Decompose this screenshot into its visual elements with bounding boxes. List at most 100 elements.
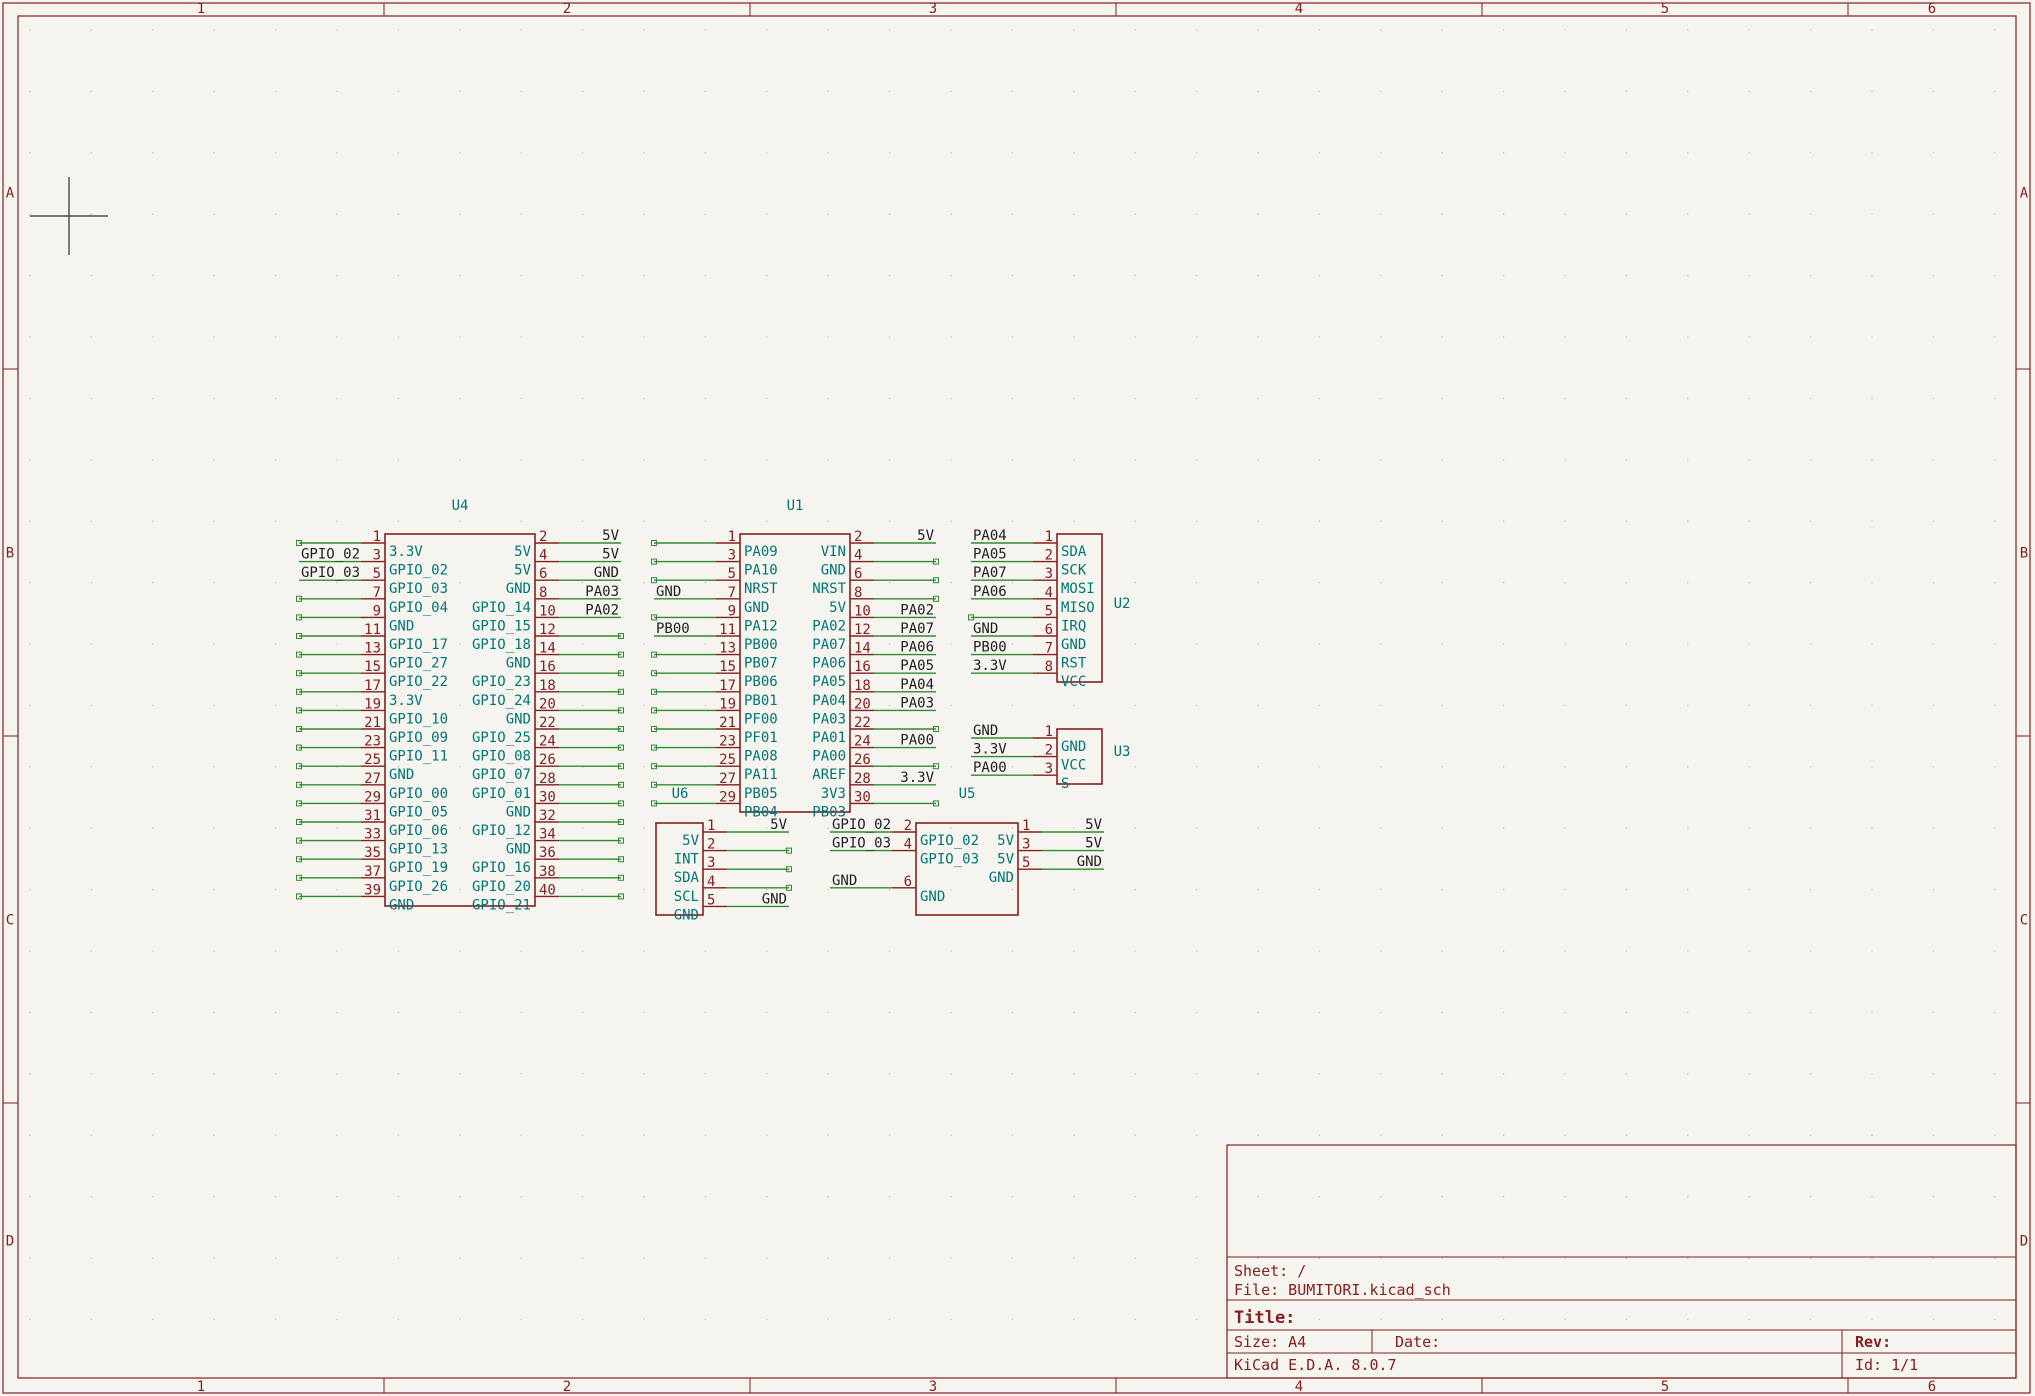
net-label[interactable]: PA05 — [973, 547, 1007, 563]
net-label[interactable]: GPIO_02 — [301, 547, 360, 563]
net-label[interactable]: 5V — [1085, 817, 1102, 833]
component-u2[interactable]: U21SDAPA042SCKPA053MOSIPA074MISOPA065IRQ… — [968, 528, 1131, 690]
net-label[interactable]: PA05 — [900, 658, 934, 674]
net-label[interactable]: PA02 — [900, 602, 934, 618]
net-label[interactable]: PA06 — [973, 584, 1007, 600]
net-label[interactable]: GND — [973, 723, 998, 739]
net-label[interactable]: PA03 — [585, 584, 619, 600]
net-label[interactable]: PB00 — [656, 621, 690, 637]
net-label[interactable]: PA04 — [973, 528, 1007, 544]
net-label[interactable]: PA03 — [900, 695, 934, 711]
net-label[interactable]: PA00 — [973, 760, 1007, 776]
net-label[interactable]: GPIO_02 — [832, 817, 891, 833]
net-label[interactable]: GND — [1077, 854, 1102, 870]
net-label[interactable]: 3.3V — [973, 658, 1007, 674]
net-label[interactable]: PA07 — [973, 565, 1007, 581]
pin-1[interactable]: 13.3V — [296, 529, 424, 560]
net-label[interactable]: GND — [832, 873, 857, 889]
component-body[interactable] — [1056, 533, 1103, 683]
component-u1[interactable]: U11PA093PA105NRST7GNDGND9PA1211PB00PB001… — [651, 498, 939, 820]
net-label[interactable]: 5V — [770, 817, 787, 833]
net-label[interactable]: 5V — [917, 528, 934, 544]
net-label[interactable]: 3.3V — [900, 770, 934, 786]
net-label[interactable]: PA07 — [900, 621, 934, 637]
net-label[interactable]: GND — [656, 584, 681, 600]
net-label[interactable]: PA06 — [900, 640, 934, 656]
pin-8[interactable]: 85V — [829, 585, 939, 616]
net-label[interactable]: PA04 — [900, 677, 934, 693]
net-label[interactable]: GND — [762, 891, 787, 907]
net-label[interactable]: 5V — [602, 528, 619, 544]
net-label[interactable]: GND — [973, 621, 998, 637]
